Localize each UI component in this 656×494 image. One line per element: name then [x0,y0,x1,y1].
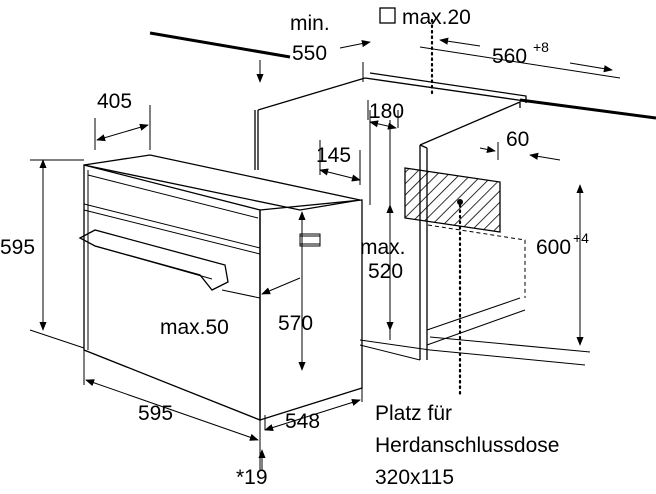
socket-label-line3: 320x115 [375,466,454,489]
dimension-labels: min. 550 max.20 560 +8 405 180 60 145 59… [0,6,589,489]
label-60: 60 [506,128,529,151]
label-max50: max.50 [160,316,229,339]
socket-label-line2: Herdanschlussdose [375,434,559,457]
label-560: 560 [492,45,527,68]
label-550: 550 [292,42,327,65]
label-180: 180 [369,100,404,123]
label-548: 548 [285,410,320,433]
label-19: *19 [236,466,268,489]
label-145: 145 [316,144,351,167]
label-560-tolerance: +8 [533,39,549,55]
label-570: 570 [278,312,313,335]
label-min: min. [290,12,330,35]
label-595-height: 595 [0,236,35,259]
dimension-lines [29,18,621,470]
label-max20: max.20 [402,6,471,29]
label-520: 520 [368,260,403,283]
label-405: 405 [97,90,132,113]
square-symbol [379,7,396,24]
label-600-tolerance: +4 [573,230,589,246]
label-595-width: 595 [138,402,173,425]
cabinet-niche [149,31,656,366]
socket-label-line1: Platz für [375,402,452,425]
label-600: 600 [536,236,571,259]
label-max: max. [360,236,406,259]
